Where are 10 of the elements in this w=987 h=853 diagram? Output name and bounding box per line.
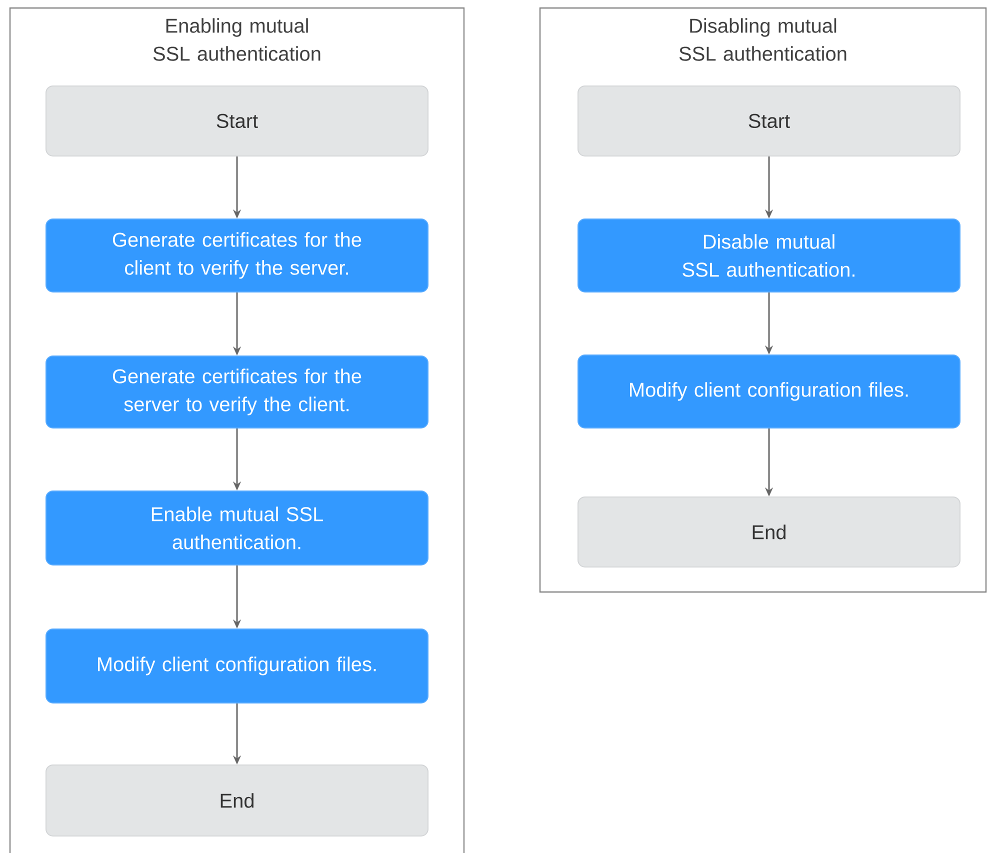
process-box: Generate certificates for the server to verify the client. — [46, 355, 428, 428]
process-box: Disable mutual SSL authentication. — [578, 218, 960, 292]
terminal-box: Start — [578, 85, 960, 156]
process-box: Modify client configuration files. — [578, 354, 960, 428]
process-box: Modify client configuration files. — [46, 628, 428, 704]
process-box: Enable mutual SSL authentication. — [46, 490, 428, 566]
terminal-box: End — [578, 496, 960, 568]
terminal-box: End — [46, 764, 428, 836]
process-box: Generate certificates for the client to verify the server. — [46, 218, 428, 292]
terminal-box: Start — [46, 85, 428, 156]
